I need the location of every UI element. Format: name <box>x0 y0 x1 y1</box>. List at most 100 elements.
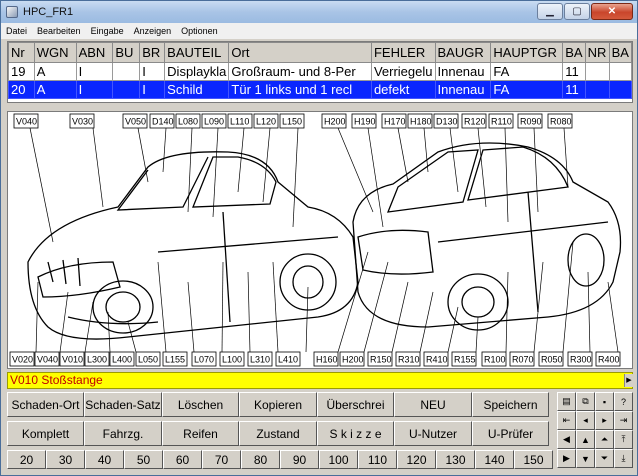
damage-table[interactable]: Nr WGN ABN BU BR BAUTEIL Ort FEHLER BAUG… <box>7 41 633 103</box>
number-button-150[interactable]: 150 <box>514 450 553 469</box>
part-label[interactable]: H170 <box>384 117 406 127</box>
part-label-box[interactable] <box>201 113 227 129</box>
table-row-selected[interactable]: 20 A I I Schild Tür 1 links und 1 recl d… <box>8 80 632 99</box>
part-label-box[interactable] <box>509 351 535 367</box>
cell[interactable]: 19 <box>8 62 35 81</box>
part-label[interactable]: V010 <box>62 355 83 365</box>
cell[interactable]: I <box>75 62 114 81</box>
part-label[interactable]: L410 <box>278 355 298 365</box>
menu-bearbeiten[interactable]: Bearbeiten <box>37 26 81 36</box>
col-header[interactable]: BAUGR <box>434 42 492 63</box>
cell[interactable]: I <box>139 80 166 99</box>
number-button-130[interactable]: 130 <box>436 450 475 469</box>
part-label-box[interactable] <box>122 113 148 129</box>
number-button-90[interactable]: 90 <box>280 450 319 469</box>
part-label[interactable]: R050 <box>541 355 563 365</box>
part-label[interactable]: V040 <box>16 117 37 127</box>
cell[interactable]: 11 <box>562 62 586 81</box>
cell[interactable]: Verriegelu <box>370 62 436 81</box>
schaden-ort-button[interactable]: Schaden-Ort <box>7 392 84 417</box>
document-icon[interactable]: ▤ <box>557 392 576 411</box>
cell[interactable] <box>112 62 141 81</box>
part-label[interactable]: D140 <box>152 117 174 127</box>
menu-anzeigen[interactable]: Anzeigen <box>133 26 172 36</box>
number-button-60[interactable]: 60 <box>163 450 202 469</box>
part-label[interactable]: L110 <box>230 117 249 127</box>
part-label[interactable]: L150 <box>282 117 302 127</box>
komplett-button[interactable]: Komplett <box>7 421 84 446</box>
cell[interactable]: A <box>33 62 77 81</box>
part-label-box[interactable] <box>13 113 39 129</box>
part-label[interactable]: R090 <box>520 117 542 127</box>
part-label-box[interactable] <box>227 113 253 129</box>
cell[interactable]: 20 <box>8 80 35 99</box>
cell[interactable]: Innenau <box>434 62 492 81</box>
part-label-box[interactable] <box>488 113 514 129</box>
part-label-box[interactable] <box>191 351 217 367</box>
part-label[interactable]: R110 <box>491 117 512 127</box>
col-header[interactable]: Ort <box>228 42 372 63</box>
cell[interactable]: Großraum- und 8-Per <box>228 62 372 81</box>
bottom-icon[interactable]: ⤓ <box>614 449 633 468</box>
maximize-button[interactable]: ▢ <box>564 3 590 20</box>
cell[interactable] <box>584 80 610 99</box>
part-label[interactable]: H200 <box>324 117 346 127</box>
part-label-box[interactable] <box>451 351 477 367</box>
part-label[interactable]: R300 <box>570 355 592 365</box>
part-label-box[interactable] <box>367 351 393 367</box>
part-label[interactable]: L400 <box>112 355 132 365</box>
part-label[interactable]: R410 <box>426 355 448 365</box>
down-icon[interactable]: ▼ <box>576 449 595 468</box>
part-label-box[interactable] <box>135 351 161 367</box>
menu-eingabe[interactable]: Eingabe <box>90 26 124 36</box>
help-icon[interactable]: ? <box>614 392 633 411</box>
cell[interactable]: 11 <box>562 80 586 99</box>
part-label-box[interactable] <box>149 113 175 129</box>
part-label-box[interactable] <box>9 351 35 367</box>
col-header[interactable]: NR <box>584 42 610 63</box>
part-label-box[interactable] <box>219 351 245 367</box>
part-label[interactable]: R150 <box>370 355 392 365</box>
u-nutzer-button[interactable]: U-Nutzer <box>394 421 472 446</box>
part-label-box[interactable] <box>461 113 487 129</box>
number-button-110[interactable]: 110 <box>358 450 397 469</box>
menu-datei[interactable]: Datei <box>6 26 28 36</box>
cell[interactable] <box>608 80 632 99</box>
col-header[interactable]: HAUPTGR <box>490 42 564 63</box>
menu-optionen[interactable]: Optionen <box>181 26 218 36</box>
zustand-button[interactable]: Zustand <box>239 421 317 446</box>
part-label-box[interactable] <box>481 351 507 367</box>
number-button-20[interactable]: 20 <box>7 450 46 469</box>
part-label[interactable]: R100 <box>484 355 506 365</box>
cell[interactable]: A <box>33 80 77 99</box>
minimize-button[interactable]: ▁ <box>537 3 563 20</box>
table-row[interactable]: 19 A I I Displaykla Großraum- und 8-Per … <box>8 62 632 81</box>
next-icon[interactable]: ▸ <box>595 411 614 430</box>
part-label-box[interactable] <box>517 113 543 129</box>
col-header[interactable]: Nr <box>8 42 35 63</box>
part-label-box[interactable] <box>351 113 377 129</box>
cell[interactable]: FA <box>490 62 564 81</box>
col-header[interactable]: BA <box>562 42 586 63</box>
schaden-satz-button[interactable]: Schaden-Satz <box>84 392 162 417</box>
up-icon[interactable]: ▲ <box>576 430 595 449</box>
part-label-box[interactable] <box>175 113 201 129</box>
part-label-box[interactable] <box>567 351 593 367</box>
part-label[interactable]: H190 <box>354 117 376 127</box>
loeschen-button[interactable]: Löschen <box>162 392 239 417</box>
part-label[interactable]: R310 <box>398 355 420 365</box>
number-button-120[interactable]: 120 <box>397 450 436 469</box>
part-label-box[interactable] <box>247 351 273 367</box>
title-bar[interactable]: HPC_FR1 ▁ ▢ ✕ <box>1 1 637 23</box>
part-label[interactable]: R155 <box>454 355 476 365</box>
part-label-box[interactable] <box>423 351 449 367</box>
part-label[interactable]: L300 <box>87 355 107 365</box>
part-label[interactable]: R120 <box>464 117 486 127</box>
number-button-100[interactable]: 100 <box>319 450 358 469</box>
col-header[interactable]: WGN <box>33 42 77 63</box>
number-button-70[interactable]: 70 <box>202 450 241 469</box>
part-label[interactable]: L120 <box>256 117 276 127</box>
part-label-box[interactable] <box>381 113 407 129</box>
cell[interactable] <box>608 62 632 81</box>
